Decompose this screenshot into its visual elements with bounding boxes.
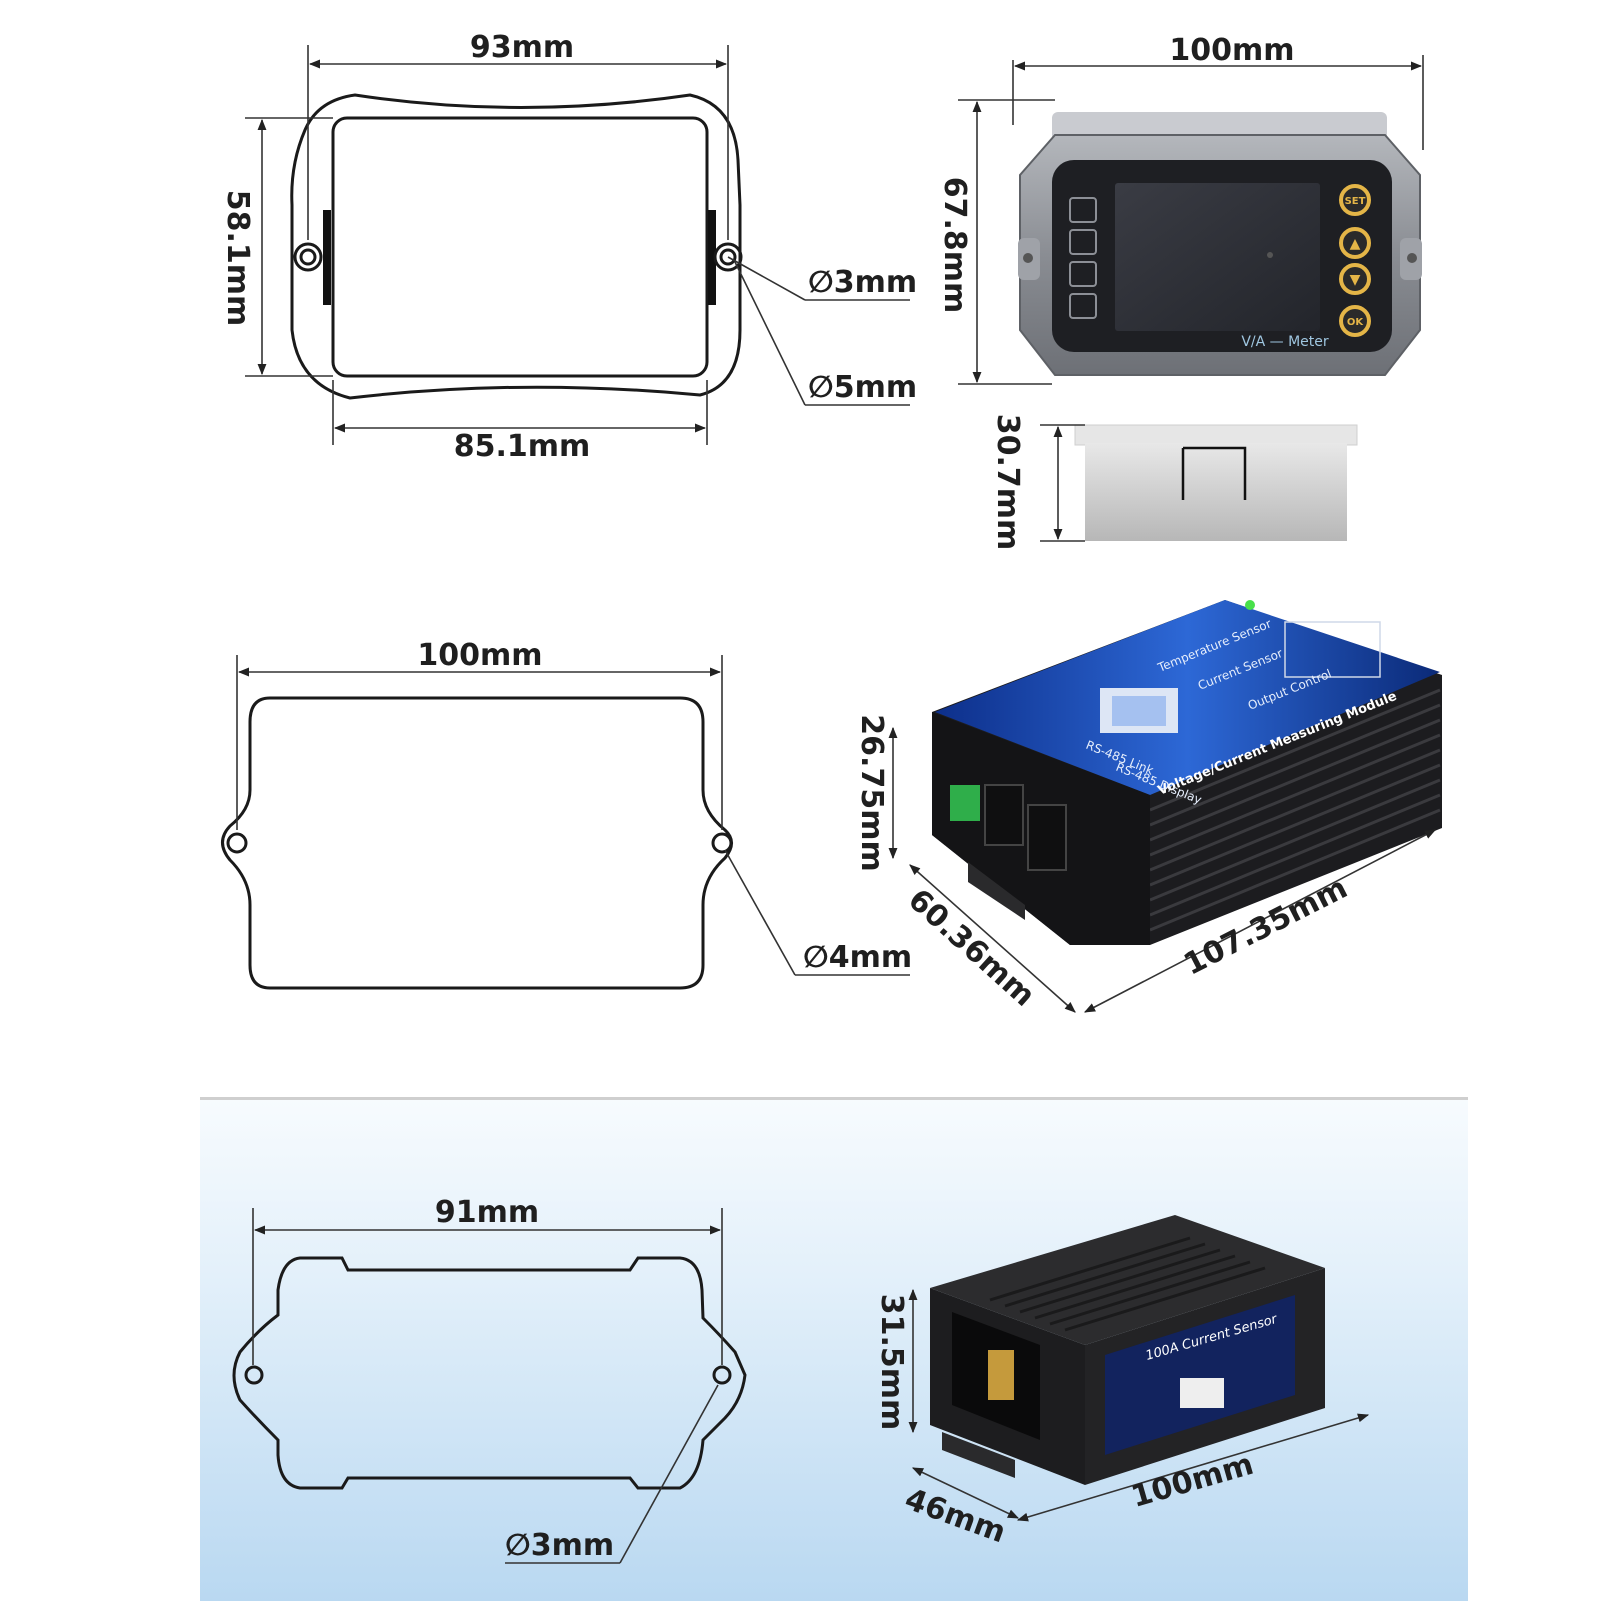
meter-button-down: ▼: [1350, 272, 1361, 288]
meter-outline-drawing: [245, 45, 910, 445]
sensor-photo-height: 31.5mm: [874, 1294, 909, 1431]
meter-photo-height: 67.8mm: [937, 177, 972, 314]
module-photo-height: 26.75mm: [854, 714, 889, 871]
meter-outline-width-inner: 85.1mm: [454, 429, 591, 464]
sensor-outline-drawing: [232, 1208, 747, 1564]
meter-photo-width: 100mm: [1169, 33, 1294, 68]
meter-photo-depth: 30.7mm: [990, 414, 1025, 551]
meter-screen-brand: V/A — Meter: [1241, 334, 1329, 350]
meter-button-up: ▲: [1350, 236, 1361, 252]
meter-photo: [958, 55, 1424, 542]
meter-outline-height: 58.1mm: [220, 190, 255, 327]
meter-outline-width-outer: 93mm: [470, 30, 574, 65]
module-outline-drawing: [221, 655, 910, 990]
module-photo: [888, 600, 1442, 1013]
module-outline-width: 100mm: [417, 638, 542, 673]
meter-button-set: SET: [1345, 196, 1366, 207]
module-outline-hole: ∅4mm: [803, 940, 912, 975]
meter-outline-hole-large: ∅5mm: [808, 370, 917, 405]
sensor-outline-width: 91mm: [435, 1195, 539, 1230]
sensor-outline-hole: ∅3mm: [505, 1528, 614, 1563]
meter-button-ok: OK: [1347, 317, 1365, 328]
meter-outline-hole-small: ∅3mm: [808, 265, 917, 300]
sensor-photo-depth: 46mm: [900, 1482, 1010, 1551]
sensor-photo: [908, 1215, 1370, 1522]
